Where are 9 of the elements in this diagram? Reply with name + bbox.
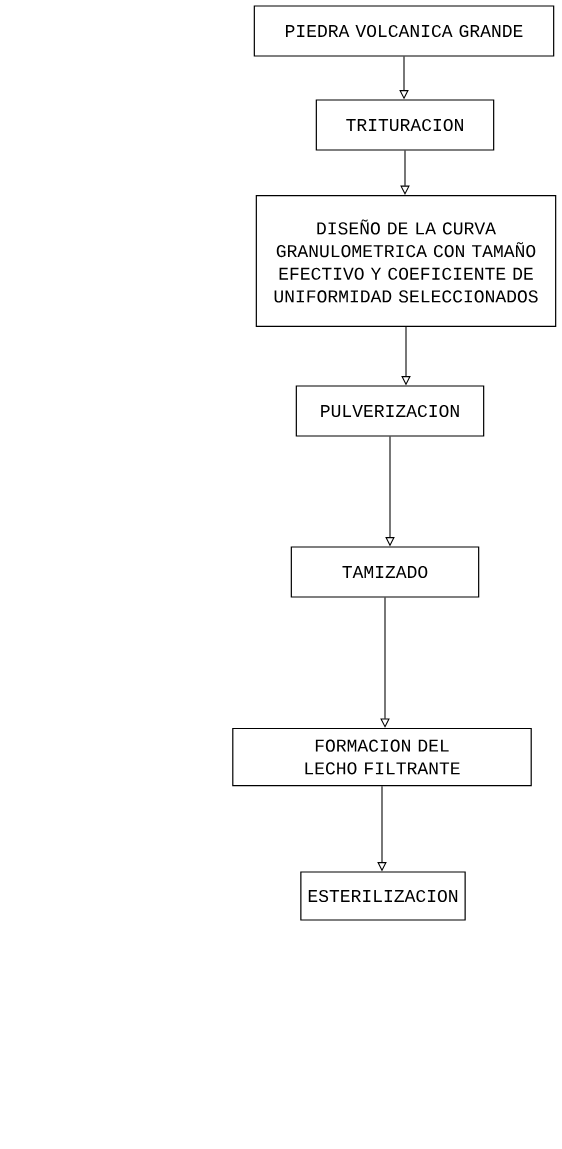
arrow: [380, 597, 390, 728]
process-box: TRITURACION: [315, 99, 495, 151]
process-box: FORMACION DEL LECHO FILTRANTE: [232, 727, 532, 787]
process-box: ESTERILIZACION: [300, 871, 466, 921]
process-box: PIEDRA VOLCANICA GRANDE: [253, 5, 555, 57]
process-box: PULVERIZACION: [295, 385, 485, 437]
process-box: DISEÑO DE LA CURVA GRANULOMETRICA CON TAMAÑO EFECTIVO Y COEFICIENTE DE UNIFORMIDAD SELECCIONADOS: [255, 194, 557, 328]
process-box: TAMIZADO: [290, 546, 480, 598]
arrow: [400, 150, 410, 195]
